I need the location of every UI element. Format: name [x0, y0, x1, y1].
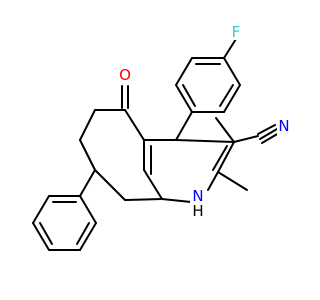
bond — [32, 195, 50, 224]
oxygen-atom-label: O — [119, 66, 131, 84]
bond — [32, 222, 50, 251]
molecule-structure-diagram: F O N N H — [32, 23, 290, 251]
bond — [223, 57, 241, 86]
bond — [124, 109, 145, 141]
bond — [79, 195, 97, 224]
bond — [217, 141, 235, 173]
triple-bond — [259, 128, 278, 140]
cyclohexenone-ring — [79, 109, 163, 201]
ring-nitrogen-label: N — [192, 187, 203, 205]
bond — [143, 169, 163, 200]
bond — [124, 198, 163, 201]
bond-c-cn — [233, 135, 259, 143]
triple-bond — [261, 132, 280, 144]
bond — [215, 117, 235, 143]
bond — [79, 139, 96, 171]
bond — [175, 139, 235, 143]
bond — [161, 198, 192, 203]
fluorine-atom-label: F — [232, 23, 241, 41]
phenyl-ring — [32, 195, 97, 251]
bond — [223, 84, 241, 113]
bond — [79, 222, 97, 251]
bond — [207, 171, 219, 191]
triple-bond — [257, 124, 276, 135]
nitrile-nitrogen-label: N — [278, 117, 289, 135]
bond — [175, 57, 193, 86]
bond-c-f — [223, 38, 237, 59]
double-bond-inner — [76, 222, 90, 245]
double-bond-inner — [212, 145, 228, 171]
hydrogen-atom-label: H — [192, 202, 203, 220]
double-bond-inner — [182, 84, 196, 107]
fluorophenyl-ring — [175, 57, 241, 113]
bond — [94, 169, 126, 201]
bond — [79, 109, 96, 141]
bond-methyl — [217, 171, 248, 191]
double-bond-inner — [39, 222, 53, 245]
bond — [175, 84, 193, 113]
bond-c-phenyl — [79, 169, 96, 197]
dihydropyridine-ring — [143, 111, 235, 203]
bond — [175, 111, 193, 141]
double-bond-inner — [219, 84, 234, 107]
